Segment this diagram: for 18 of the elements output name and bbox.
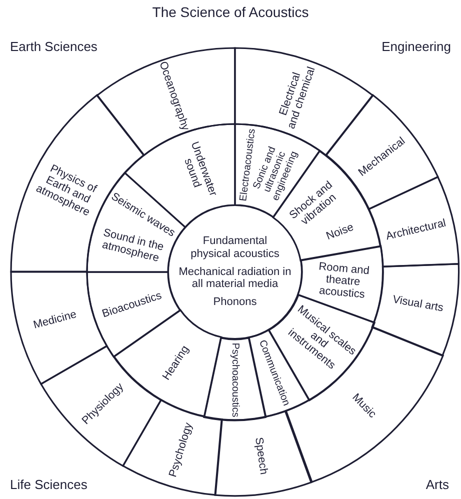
segment-label: Visual arts xyxy=(390,292,446,316)
corner-label: Earth Sciences xyxy=(10,38,98,56)
center-label: Fundamental physical acoustics xyxy=(190,235,280,261)
ring-segment xyxy=(369,177,459,267)
segment-label: Psychoacoustics xyxy=(229,342,240,420)
segment-label: Noise xyxy=(324,221,356,244)
ring-segment xyxy=(123,400,222,496)
center-label: Phonons xyxy=(212,296,258,309)
corner-label: Life Sciences xyxy=(10,476,88,494)
title: The Science of Acoustics xyxy=(152,3,309,22)
corner-label: Arts xyxy=(426,476,449,494)
corner-label: Engineering xyxy=(382,38,451,56)
ring-segment xyxy=(372,264,459,356)
segment-label: Room and theatre acoustics xyxy=(316,260,370,303)
ring-segment xyxy=(41,346,161,466)
segment-label: Speech xyxy=(251,436,270,478)
center-label: Mechanical radiation in all material media xyxy=(178,266,292,291)
segment-label: Medicine xyxy=(32,308,80,334)
